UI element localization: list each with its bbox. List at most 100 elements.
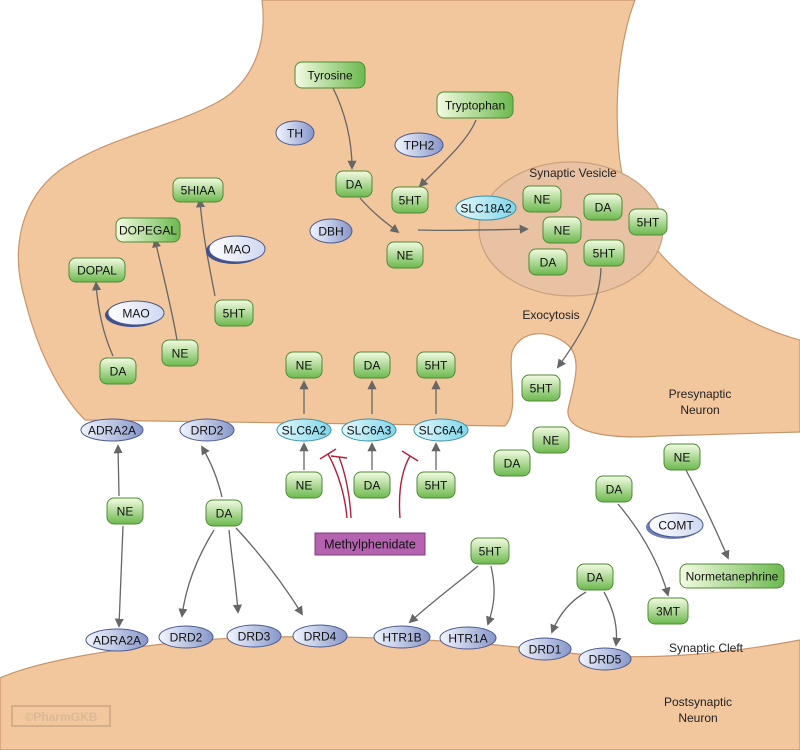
node-tyrosine: Tyrosine — [294, 61, 366, 89]
node-5ht-synthesis-label: 5HT — [399, 194, 422, 208]
node-cleft-ne-transport-shape — [285, 471, 323, 499]
node-released-da-shape — [493, 449, 531, 477]
arrow-da-drd5 — [603, 591, 622, 647]
node-uptake-ne: NE — [285, 351, 323, 379]
arrows — [91, 87, 730, 647]
node-cleft-ne-comt: NE — [663, 443, 701, 471]
transporter-slc6a2-label: SLC6A2 — [282, 424, 327, 438]
node-ne-synthesis-label: NE — [397, 249, 414, 263]
node-vesicle-ne-2-shape — [542, 216, 582, 244]
receptor-post-htr1a-shape — [439, 626, 497, 650]
node-released-ne: NE — [532, 426, 570, 454]
enzyme-comt: COMT — [646, 512, 704, 539]
enzyme-comt-shape — [648, 512, 704, 538]
node-da-mao: DA — [99, 357, 137, 385]
node-vesicle-5ht-1-label: 5HT — [637, 216, 660, 230]
label-exocytosis: Exocytosis — [522, 308, 579, 322]
node-released-ne-shape — [532, 426, 570, 454]
node-da-mao-label: DA — [110, 365, 127, 379]
enzyme-th-shape — [275, 120, 315, 146]
node-vesicle-da-1-label: DA — [595, 201, 612, 215]
node-released-da: DA — [493, 449, 531, 477]
node-uptake-da-shape — [353, 351, 391, 379]
receptor-post-drd3-label: DRD3 — [238, 630, 271, 644]
transporter-slc6a3-shape — [341, 418, 397, 442]
node-vesicle-5ht-1: 5HT — [628, 208, 668, 236]
node-cleft-ne-transport-label: NE — [296, 479, 313, 493]
receptor-pre-adra2a-label: ADRA2A — [88, 424, 136, 438]
node-3mt-shape — [647, 597, 689, 625]
receptor-post-drd1: DRD1 — [518, 637, 572, 661]
node-da-synthesis-label: DA — [346, 178, 363, 192]
node-cleft-da-comt-label: DA — [606, 483, 623, 497]
node-cleft-ne-comt-label: NE — [674, 451, 691, 465]
arrow-da-drd2 — [178, 529, 215, 618]
node-cleft-da-drd1-drd5-label: DA — [587, 571, 604, 585]
node-dopal: DOPAL — [68, 257, 126, 283]
node-vesicle-ne-2: NE — [542, 216, 582, 244]
node-released-ne-label: NE — [543, 434, 560, 448]
node-vesicle-da-2-label: DA — [540, 256, 557, 270]
node-cleft-da-drd-shape — [205, 499, 243, 527]
node-vesicle-da-2: DA — [528, 248, 568, 276]
node-ne-mao-shape — [161, 339, 199, 367]
receptor-post-drd3: DRD3 — [226, 624, 282, 648]
transporter-slc18a2: SLC18A2 — [455, 195, 517, 221]
node-5ht-synthesis: 5HT — [391, 186, 429, 214]
arrow-da-drd4 — [235, 527, 303, 616]
node-vesicle-5ht-2-shape — [583, 239, 625, 267]
enzyme-mao-1: MAO — [206, 235, 266, 264]
node-vesicle-da-2-shape — [528, 248, 568, 276]
node-released-5ht: 5HT — [521, 374, 561, 402]
node-3mt: 3MT — [647, 597, 689, 625]
node-uptake-da-label: DA — [364, 359, 381, 373]
transporter-slc6a2-shape — [276, 418, 332, 442]
enzyme-comt-label: COMT — [658, 519, 694, 533]
node-uptake-ne-label: NE — [296, 359, 313, 373]
transporter-slc18a2-label: SLC18A2 — [460, 202, 512, 216]
arrow-tryptophan-5ht — [418, 119, 477, 188]
receptor-pre-adra2a: ADRA2A — [80, 418, 144, 442]
node-tryptophan-label: Tryptophan — [445, 99, 505, 113]
node-normetanephrine-shape — [679, 563, 785, 589]
node-released-5ht-shape — [521, 374, 561, 402]
transporter-slc6a2: SLC6A2 — [276, 418, 332, 442]
receptor-post-drd5: DRD5 — [578, 647, 632, 671]
node-5hiaa-shape — [172, 177, 224, 203]
enzyme-tph2: TPH2 — [394, 132, 444, 158]
inhibit-bar-slc6a4 — [401, 450, 419, 462]
transporter-slc6a3-label: SLC6A3 — [347, 424, 392, 438]
inhibit-bar-slc6a2 — [319, 448, 337, 460]
arrow-da-dopal — [91, 281, 114, 357]
transporter-slc18a2-shape — [455, 195, 517, 221]
enzyme-th: TH — [275, 120, 315, 146]
node-cleft-ne-adra2a: NE — [106, 497, 144, 525]
node-cleft-5ht-transport-label: 5HT — [425, 479, 448, 493]
node-cleft-5ht-htr: 5HT — [470, 537, 510, 565]
drug-methylphenidate-label: Methylphenidate — [324, 538, 416, 552]
arrow-ne-post-adra2a — [114, 525, 124, 628]
node-dopegal: DOPEGAL — [115, 217, 181, 243]
node-cleft-da-drd: DA — [205, 499, 243, 527]
node-tyrosine-label: Tyrosine — [307, 69, 353, 83]
receptor-post-htr1a-label: HTR1A — [448, 632, 487, 646]
node-vesicle-da-1-shape — [583, 193, 623, 221]
receptor-post-adra2a-shape — [85, 628, 149, 652]
node-cleft-da-drd-label: DA — [216, 507, 233, 521]
enzyme-dbh-label: DBH — [318, 225, 343, 239]
inhibit-slc6a4 — [398, 455, 411, 519]
node-released-5ht-label: 5HT — [530, 382, 553, 396]
node-released-da-label: DA — [504, 457, 521, 471]
label-synaptic-cleft: Synaptic Cleft — [669, 641, 744, 655]
node-ne-synthesis: NE — [386, 241, 424, 269]
arrow-exocytosis — [556, 267, 602, 369]
arrow-ne-normetanephrine — [685, 469, 730, 560]
node-5hiaa-label: 5HIAA — [181, 184, 216, 198]
enzyme-dbh: DBH — [309, 218, 353, 244]
node-dopal-label: DOPAL — [77, 264, 117, 278]
receptor-post-adra2a-label: ADRA2A — [93, 634, 141, 648]
node-uptake-5ht-label: 5HT — [425, 359, 448, 373]
node-vesicle-ne-1-shape — [522, 185, 562, 213]
